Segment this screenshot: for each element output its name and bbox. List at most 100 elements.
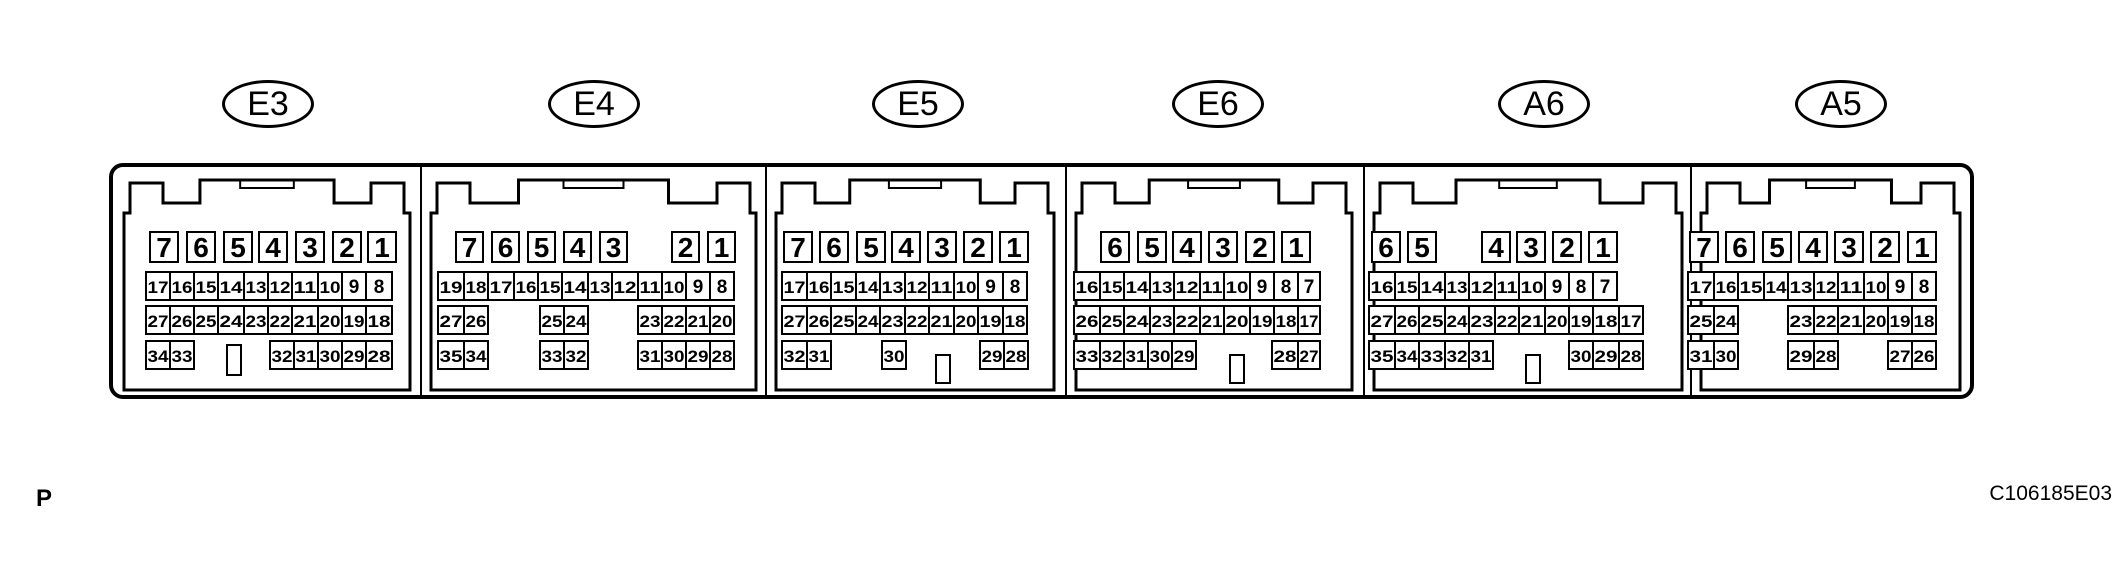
pin-e3-3: 3 [295,231,325,263]
svg-text:35: 35 [1371,347,1394,366]
pin-e4-13: 13 [587,271,613,301]
pin-e3-2: 2 [332,231,362,263]
pin-a5-11: 11 [1837,271,1865,301]
svg-text:33: 33 [1076,347,1099,366]
latch-tab [239,179,295,189]
svg-text:21: 21 [1840,312,1863,331]
latch-tab [1187,179,1241,189]
svg-text:10: 10 [1226,278,1249,297]
pin-e5-3: 3 [927,231,957,263]
pin-e4-27: 27 [437,305,465,335]
pin-a5-27: 27 [1887,340,1913,370]
svg-text:16: 16 [1371,278,1394,297]
svg-text:16: 16 [809,278,830,297]
svg-text:23: 23 [640,312,661,331]
svg-text:23: 23 [882,312,904,331]
pin-e4-6: 6 [491,231,520,263]
pin-a5-28: 28 [1813,340,1839,370]
figure-id: C106185E03 [1989,482,2112,505]
svg-text:3: 3 [606,232,622,263]
svg-text:1: 1 [374,232,390,263]
pin-e5-14: 14 [855,271,881,301]
svg-text:17: 17 [490,278,513,297]
pin-e6-6: 6 [1100,231,1130,263]
svg-text:28: 28 [368,347,391,366]
pin-e3-34: 34 [145,340,171,370]
pin-e6-29: 29 [1171,340,1197,370]
pin-e6-27: 27 [1297,340,1321,370]
pin-e5-23: 23 [879,305,906,335]
pin-e4-35: 35 [437,340,465,370]
pin-e3-12: 12 [267,271,293,301]
svg-text:5: 5 [1414,232,1430,263]
pin-a5-18: 18 [1911,305,1937,335]
latch-tab [1498,179,1558,189]
pin-e4-25: 25 [539,305,565,335]
svg-text:2: 2 [970,232,986,263]
svg-text:19: 19 [1890,312,1911,331]
svg-text:11: 11 [1202,278,1223,297]
svg-text:34: 34 [148,347,170,366]
pin-e6-4: 4 [1172,231,1202,263]
pin-e3-25: 25 [193,305,219,335]
pin-e6-15: 15 [1099,271,1125,301]
connector-body [1372,178,1684,392]
svg-text:20: 20 [956,312,977,331]
svg-text:14: 14 [1421,278,1445,297]
pin-e4-29: 29 [685,340,711,370]
pin-e6-17: 17 [1297,305,1321,335]
pin-a5-24: 24 [1713,305,1739,335]
pin-a5-13: 13 [1787,271,1815,301]
pin-e6-16: 16 [1073,271,1101,301]
pin-a6-13: 13 [1444,271,1470,301]
svg-text:9: 9 [985,277,996,298]
pin-e6-23: 23 [1149,305,1175,335]
svg-text:12: 12 [1471,278,1494,297]
pin-e4-26: 26 [463,305,489,335]
svg-text:16: 16 [1076,278,1099,297]
pin-a6-34: 34 [1394,340,1420,370]
svg-text:23: 23 [246,312,267,331]
svg-text:4: 4 [1179,232,1195,263]
svg-text:26: 26 [466,312,487,331]
pin-a6-8: 8 [1568,271,1594,301]
pin-e4-28: 28 [709,340,735,370]
svg-text:26: 26 [172,312,193,331]
pin-e5-31: 31 [806,340,832,370]
pin-e3-13: 13 [243,271,269,301]
pin-e4-33: 33 [539,340,565,370]
pin-a6-22: 22 [1494,305,1520,335]
pin-e3-27: 27 [145,305,171,335]
svg-text:10: 10 [956,278,977,297]
pin-e5-28: 28 [1003,340,1029,370]
pin-a6-23: 23 [1468,305,1496,335]
pin-a5-7: 7 [1689,231,1719,263]
connector-a6 [1363,165,1684,397]
svg-text:15: 15 [1740,278,1763,297]
pin-a5-4: 4 [1798,231,1828,263]
svg-text:10: 10 [664,278,685,297]
key-slot [935,354,951,384]
svg-text:4: 4 [1805,232,1821,263]
pin-e5-29: 29 [979,340,1005,370]
latch-tab [1805,179,1856,189]
pin-e6-26: 26 [1073,305,1101,335]
pin-e6-31: 31 [1123,340,1149,370]
pin-e3-30: 30 [317,340,343,370]
svg-text:31: 31 [640,347,661,366]
pin-e6-21: 21 [1199,305,1225,335]
svg-text:11: 11 [1497,278,1518,297]
pin-e3-21: 21 [291,305,319,335]
svg-text:16: 16 [516,278,537,297]
pin-e4-2: 2 [671,231,700,263]
svg-text:22: 22 [1497,312,1518,331]
pin-a5-25: 25 [1687,305,1715,335]
pin-e5-15: 15 [830,271,857,301]
pin-a6-6: 6 [1371,231,1401,263]
svg-text:27: 27 [1890,347,1911,366]
svg-text:29: 29 [344,347,365,366]
svg-text:30: 30 [1716,347,1737,366]
pin-e3-14: 14 [217,271,245,301]
svg-text:28: 28 [1621,347,1642,366]
